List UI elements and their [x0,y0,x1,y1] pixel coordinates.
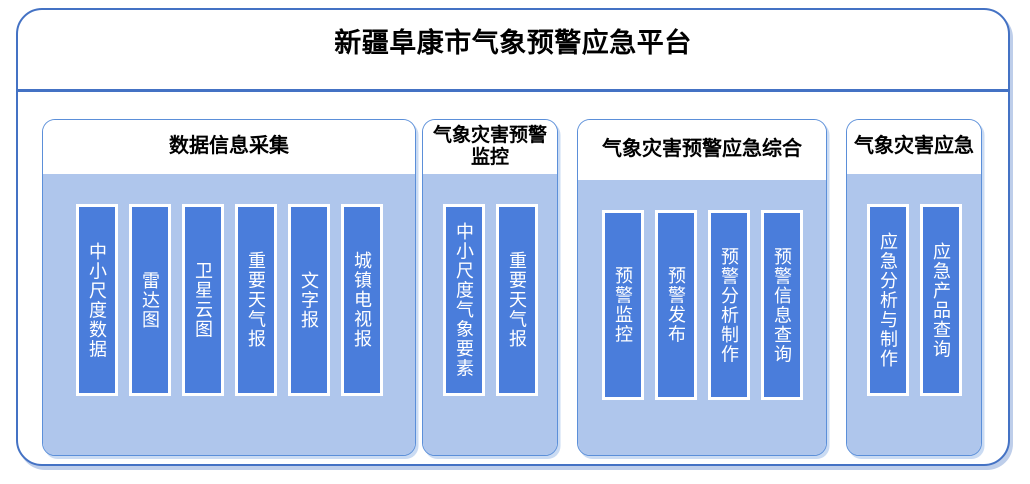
panel-item[interactable]: 城镇电视报 [340,204,383,396]
panel-item[interactable]: 卫星云图 [181,204,224,396]
panel-items: 中小尺度数据 雷达图 卫星云图 重要天气报 文字报 城镇电视报 [43,174,415,455]
panel-item[interactable]: 预警信息查询 [760,210,803,400]
panel-item[interactable]: 应急分析与制作 [866,204,909,396]
panel-disaster-emergency[interactable]: 气象灾害应急 应急分析与制作 应急产品查询 [846,119,982,456]
panel-items: 预警监控 预警发布 预警分析制作 预警信息查询 [578,180,826,455]
panel-item[interactable]: 中小尺度气象要素 [442,204,485,396]
title-divider [18,89,1008,92]
application-frame: 新疆阜康市气象预警应急平台 数据信息采集 中小尺度数据 雷达图 卫星云图 重要天… [16,8,1010,466]
panel-warning-monitoring[interactable]: 气象灾害预警监控 中小尺度气象要素 重要天气报 [422,119,558,456]
panel-item[interactable]: 重要天气报 [495,204,538,396]
panel-warning-emergency-integrated[interactable]: 气象灾害预警应急综合 预警监控 预警发布 预警分析制作 预警信息查询 [577,119,827,456]
panel-items: 应急分析与制作 应急产品查询 [847,174,981,455]
panel-item[interactable]: 预警发布 [654,210,697,400]
panel-item[interactable]: 文字报 [287,204,330,396]
panel-title: 数据信息采集 [43,120,415,174]
panel-item[interactable]: 中小尺度数据 [75,204,118,396]
panel-items: 中小尺度气象要素 重要天气报 [423,174,557,455]
panel-item[interactable]: 雷达图 [128,204,171,396]
panel-item[interactable]: 预警分析制作 [707,210,750,400]
panel-item[interactable]: 预警监控 [601,210,644,400]
panel-row: 数据信息采集 中小尺度数据 雷达图 卫星云图 重要天气报 文字报 城镇电视报 气… [18,92,1008,468]
panel-item[interactable]: 应急产品查询 [919,204,962,396]
page-title: 新疆阜康市气象预警应急平台 [334,28,692,58]
panel-item[interactable]: 重要天气报 [234,204,277,396]
panel-title: 气象灾害应急 [847,120,981,174]
panel-title: 气象灾害预警监控 [423,120,557,174]
panel-data-collection[interactable]: 数据信息采集 中小尺度数据 雷达图 卫星云图 重要天气报 文字报 城镇电视报 [42,119,416,456]
panel-title: 气象灾害预警应急综合 [578,120,826,180]
